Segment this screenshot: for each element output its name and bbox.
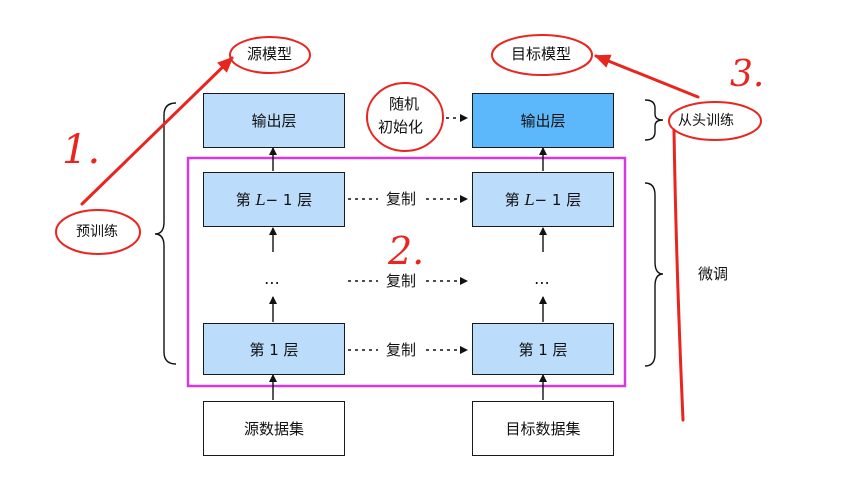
src-dataset-label: 源数据集 [243,420,304,438]
tgt-output-layer: 输出层 [472,93,614,148]
circle-target-model [491,34,593,76]
copy-label-mid: 复制 [386,272,417,290]
tgt-layerL-prefix: 第 [504,191,520,209]
pretrain-label: 预训练 [76,224,118,240]
red-arrow-3-lower [672,128,685,422]
source-model-title: 源模型 [247,45,293,63]
annotation-2: 2. [388,229,425,273]
target-model-title: 目标模型 [511,45,572,63]
random-init-line2: 初始化 [378,118,424,136]
tgt-layerL-var: L [524,190,535,209]
circle-source-model [229,36,311,74]
tgt-dataset: 目标数据集 [472,401,614,456]
circle-scratch [668,101,762,141]
annotation-1: 1. [62,127,101,173]
circle-pretrain [55,209,141,255]
src-layer-1: 第 1 层 [203,323,345,375]
pretrain-brace [154,102,177,365]
random-init-line1: 随机 [389,95,420,113]
src-layerL-var: L [255,190,266,209]
tgt-output-label: 输出层 [520,112,566,130]
finetune-highlight-box [186,156,627,388]
tgt-layer1-label: 第 1 层 [518,340,568,359]
red-arrow-1 [80,56,234,206]
tgt-layer-L-minus-1: 第 L − 1 层 [472,172,614,227]
src-ellipsis: ⋯ [264,273,280,292]
circle-random-init [366,82,444,152]
train-from-scratch-label: 从头训练 [678,113,734,129]
copy-label-top: 复制 [386,190,417,208]
src-layer-L-minus-1: 第 L − 1 层 [203,172,345,227]
src-dataset: 源数据集 [203,401,345,456]
src-layerL-rest: − 1 层 [265,191,313,209]
src-layerL-prefix: 第 [235,191,251,209]
annotation-3: 3. [730,54,765,95]
fine-tune-label: 微调 [698,265,729,283]
src-output-label: 输出层 [251,112,297,130]
tgt-dataset-label: 目标数据集 [505,420,581,438]
copy-label-bot: 复制 [386,341,417,359]
tgt-layerL-rest: − 1 层 [534,191,582,209]
tgt-ellipsis: ⋯ [534,273,550,292]
finetune-brace [644,182,664,367]
src-output-layer: 输出层 [203,93,345,148]
tgt-layer-1: 第 1 层 [472,323,614,375]
scratch-brace [644,99,664,141]
red-arrow-3-upper [594,54,700,99]
src-layer1-label: 第 1 层 [249,340,299,359]
